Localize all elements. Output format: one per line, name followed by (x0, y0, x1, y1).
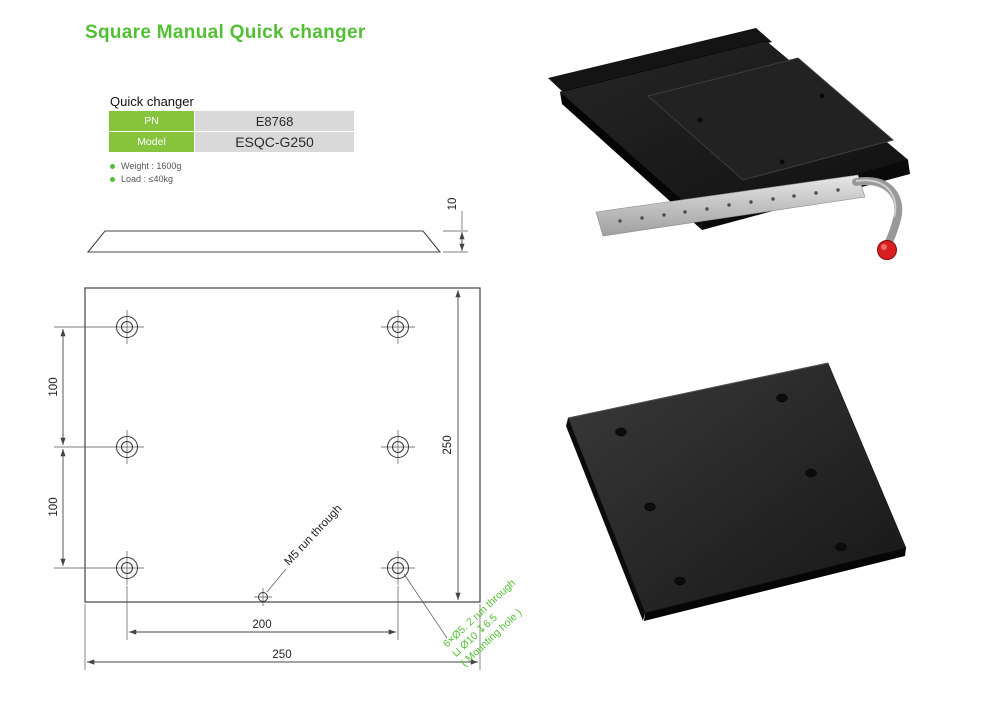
note-weight: Weight : 1600g (110, 160, 358, 173)
dim-row-spacing-1: 100 (48, 377, 60, 396)
dim-plate-height: 250 (442, 435, 454, 454)
note-load: Load : ≤40kg (110, 173, 358, 186)
note-text: Weight : 1600g (121, 161, 182, 171)
mounting-hole-r2c2 (381, 430, 415, 464)
top-view-drawing (84, 287, 481, 606)
plate-outline (84, 287, 481, 603)
dim-row-spacing-2: 100 (48, 497, 60, 516)
plate-bottom-face (644, 548, 906, 621)
dim-hole-span: 200 (252, 619, 271, 631)
plate-holes (615, 393, 847, 586)
bullet-icon (110, 164, 115, 169)
spec-label-pn: PN (108, 110, 195, 132)
mounting-hole-r1c2 (381, 310, 415, 344)
page-title: Square Manual Quick changer (85, 22, 366, 43)
mounting-hole-r1c1 (110, 310, 144, 344)
dim-plate-width: 250 (272, 649, 291, 661)
table-row-model: Model ESQC-G250 (108, 131, 355, 153)
handle-highlight (855, 179, 897, 218)
screw-icon (779, 159, 785, 165)
body-left-face (560, 92, 702, 230)
spec-table: PN E8768 Model ESQC-G250 (108, 110, 355, 153)
product-photo-plate (566, 362, 907, 621)
spec-label-model: Model (108, 131, 195, 153)
mounting-hole-r3c1 (110, 551, 144, 585)
body-top-panel (646, 57, 895, 181)
mounting-hole-r3c2 (381, 551, 415, 585)
screw-icon (697, 117, 703, 123)
side-view-outline (86, 230, 442, 253)
red-knob (877, 240, 897, 260)
notes-list: Weight : 1600g Load : ≤40kg (108, 160, 358, 186)
dim-thickness: 10 (447, 198, 459, 211)
side-view-drawing: 10 (86, 198, 468, 253)
dimensions: 100 100 250 200 250 (48, 290, 481, 670)
plate-left-face (566, 418, 645, 621)
spec-table-caption: Quick changer (110, 94, 194, 109)
mounting-hole-r2c1 (110, 430, 144, 464)
note-text: Load : ≤40kg (121, 174, 173, 184)
screw-icon (819, 93, 825, 99)
spec-section: Quick changer PN E8768 Model ESQC-G250 W… (108, 94, 358, 186)
center-m5-hole (254, 588, 272, 606)
back-rail (548, 28, 772, 93)
clamp-plate-holes (618, 188, 840, 223)
red-knob-highlight (881, 244, 887, 250)
spec-value-model: ESQC-G250 (194, 131, 355, 153)
plate-top-face (567, 362, 907, 614)
bullet-icon (110, 177, 115, 182)
product-photo-assembled (548, 28, 910, 260)
